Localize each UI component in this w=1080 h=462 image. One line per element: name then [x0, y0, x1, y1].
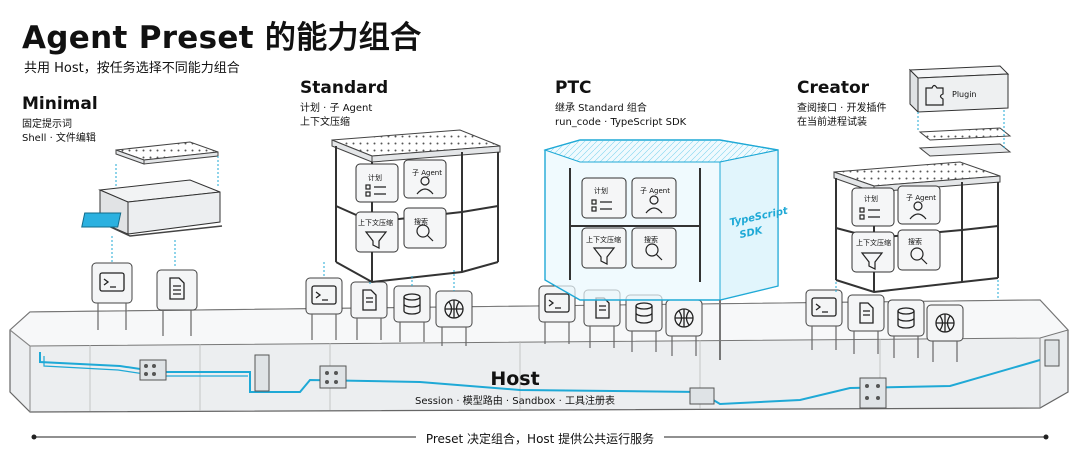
globe-icon: [674, 308, 694, 328]
magnifier-icon: [645, 243, 663, 261]
database-icon: [897, 307, 915, 329]
user-icon: [416, 176, 434, 195]
magnifier-icon: [910, 247, 928, 265]
puzzle-icon: [925, 84, 944, 106]
preset-name: Minimal: [22, 94, 98, 114]
preset-line: 计划 · 子 Agent: [300, 103, 373, 114]
preset-line: 上下文压缩: [300, 117, 350, 128]
preset-ptc: PTC 继承 Standard 组合 run_code · TypeScript…: [555, 78, 686, 130]
preset-name: PTC: [555, 78, 592, 98]
creator-frame: Plugin 计划 子 Agent 上下文压缩 搜索: [833, 65, 1012, 300]
module-label-compress: 上下文压缩: [358, 218, 393, 227]
magnifier-icon: [416, 224, 434, 242]
module-label-search: 搜索: [414, 217, 428, 226]
preset-line: 继承 Standard 组合: [555, 103, 647, 114]
module-label-subagent: 子 Agent: [640, 187, 670, 195]
ptc-frame: 计划 子 Agent 上下文压缩 搜索 TypeScript SDK: [543, 139, 790, 360]
database-icon: [403, 293, 421, 315]
preset-line: 固定提示词: [22, 119, 72, 130]
module-label-subagent: 子 Agent: [906, 194, 936, 202]
preset-minimal: Minimal 固定提示词 Shell · 文件编辑: [22, 94, 98, 146]
sdk-label-line2: SDK: [739, 225, 765, 241]
module-label-plan: 计划: [594, 186, 608, 195]
module-label-search: 搜索: [908, 237, 922, 246]
host-modules: [91, 262, 964, 362]
module-label-search: 搜索: [644, 235, 658, 244]
footer-text: Preset 决定组合，Host 提供公共运行服务: [415, 432, 665, 446]
preset-line: Shell · 文件编辑: [22, 133, 96, 144]
document-icon: [169, 277, 185, 300]
globe-icon: [935, 313, 955, 333]
checklist-icon: [365, 184, 386, 197]
module-label-compress: 上下文压缩: [586, 235, 621, 244]
module-label-plan: 计划: [368, 173, 382, 182]
user-icon: [645, 195, 663, 214]
document-icon: [859, 302, 874, 324]
plugin-label: Plugin: [952, 90, 977, 99]
host-description: Session · 模型路由 · Sandbox · 工具注册表: [415, 396, 615, 407]
database-icon: [635, 302, 653, 324]
funnel-icon: [860, 252, 884, 270]
preset-line: 在当前进程试装: [797, 117, 867, 128]
preset-creator: Creator 查阅接口 · 开发插件 在当前进程试装: [797, 78, 887, 130]
checklist-icon: [591, 199, 612, 212]
terminal-icon: [311, 285, 337, 305]
host-title: Host: [490, 368, 540, 390]
host-caption: Host Session · 模型路由 · Sandbox · 工具注册表: [380, 368, 650, 407]
preset-line: 查阅接口 · 开发插件: [797, 103, 887, 114]
funnel-icon: [364, 231, 388, 249]
preset-name: Creator: [797, 78, 870, 98]
plugin-block: Plugin: [908, 65, 1010, 114]
preset-standard: Standard 计划 · 子 Agent 上下文压缩: [300, 78, 388, 130]
minimal-frame: [81, 141, 223, 268]
document-icon: [362, 289, 377, 311]
terminal-icon: [99, 272, 125, 292]
preset-name: Standard: [300, 78, 389, 98]
funnel-icon: [592, 247, 616, 265]
user-icon: [909, 201, 927, 220]
module-label-subagent: 子 Agent: [412, 169, 442, 177]
module-label-plan: 计划: [864, 194, 878, 203]
terminal-icon: [811, 297, 837, 317]
page-subtitle: 共用 Host，按任务选择不同能力组合: [24, 61, 240, 76]
footer-caption: Preset 决定组合，Host 提供公共运行服务: [0, 430, 1080, 447]
checklist-icon: [859, 207, 880, 220]
module-label-compress: 上下文压缩: [856, 238, 891, 247]
host-platform: [9, 299, 1069, 413]
preset-line: run_code · TypeScript SDK: [555, 117, 687, 128]
page-title: Agent Preset 的能力组合: [22, 20, 422, 56]
terminal-icon: [544, 293, 570, 313]
standard-frame: 计划 子 Agent 上下文压缩 搜索: [323, 129, 501, 291]
globe-icon: [444, 299, 464, 319]
